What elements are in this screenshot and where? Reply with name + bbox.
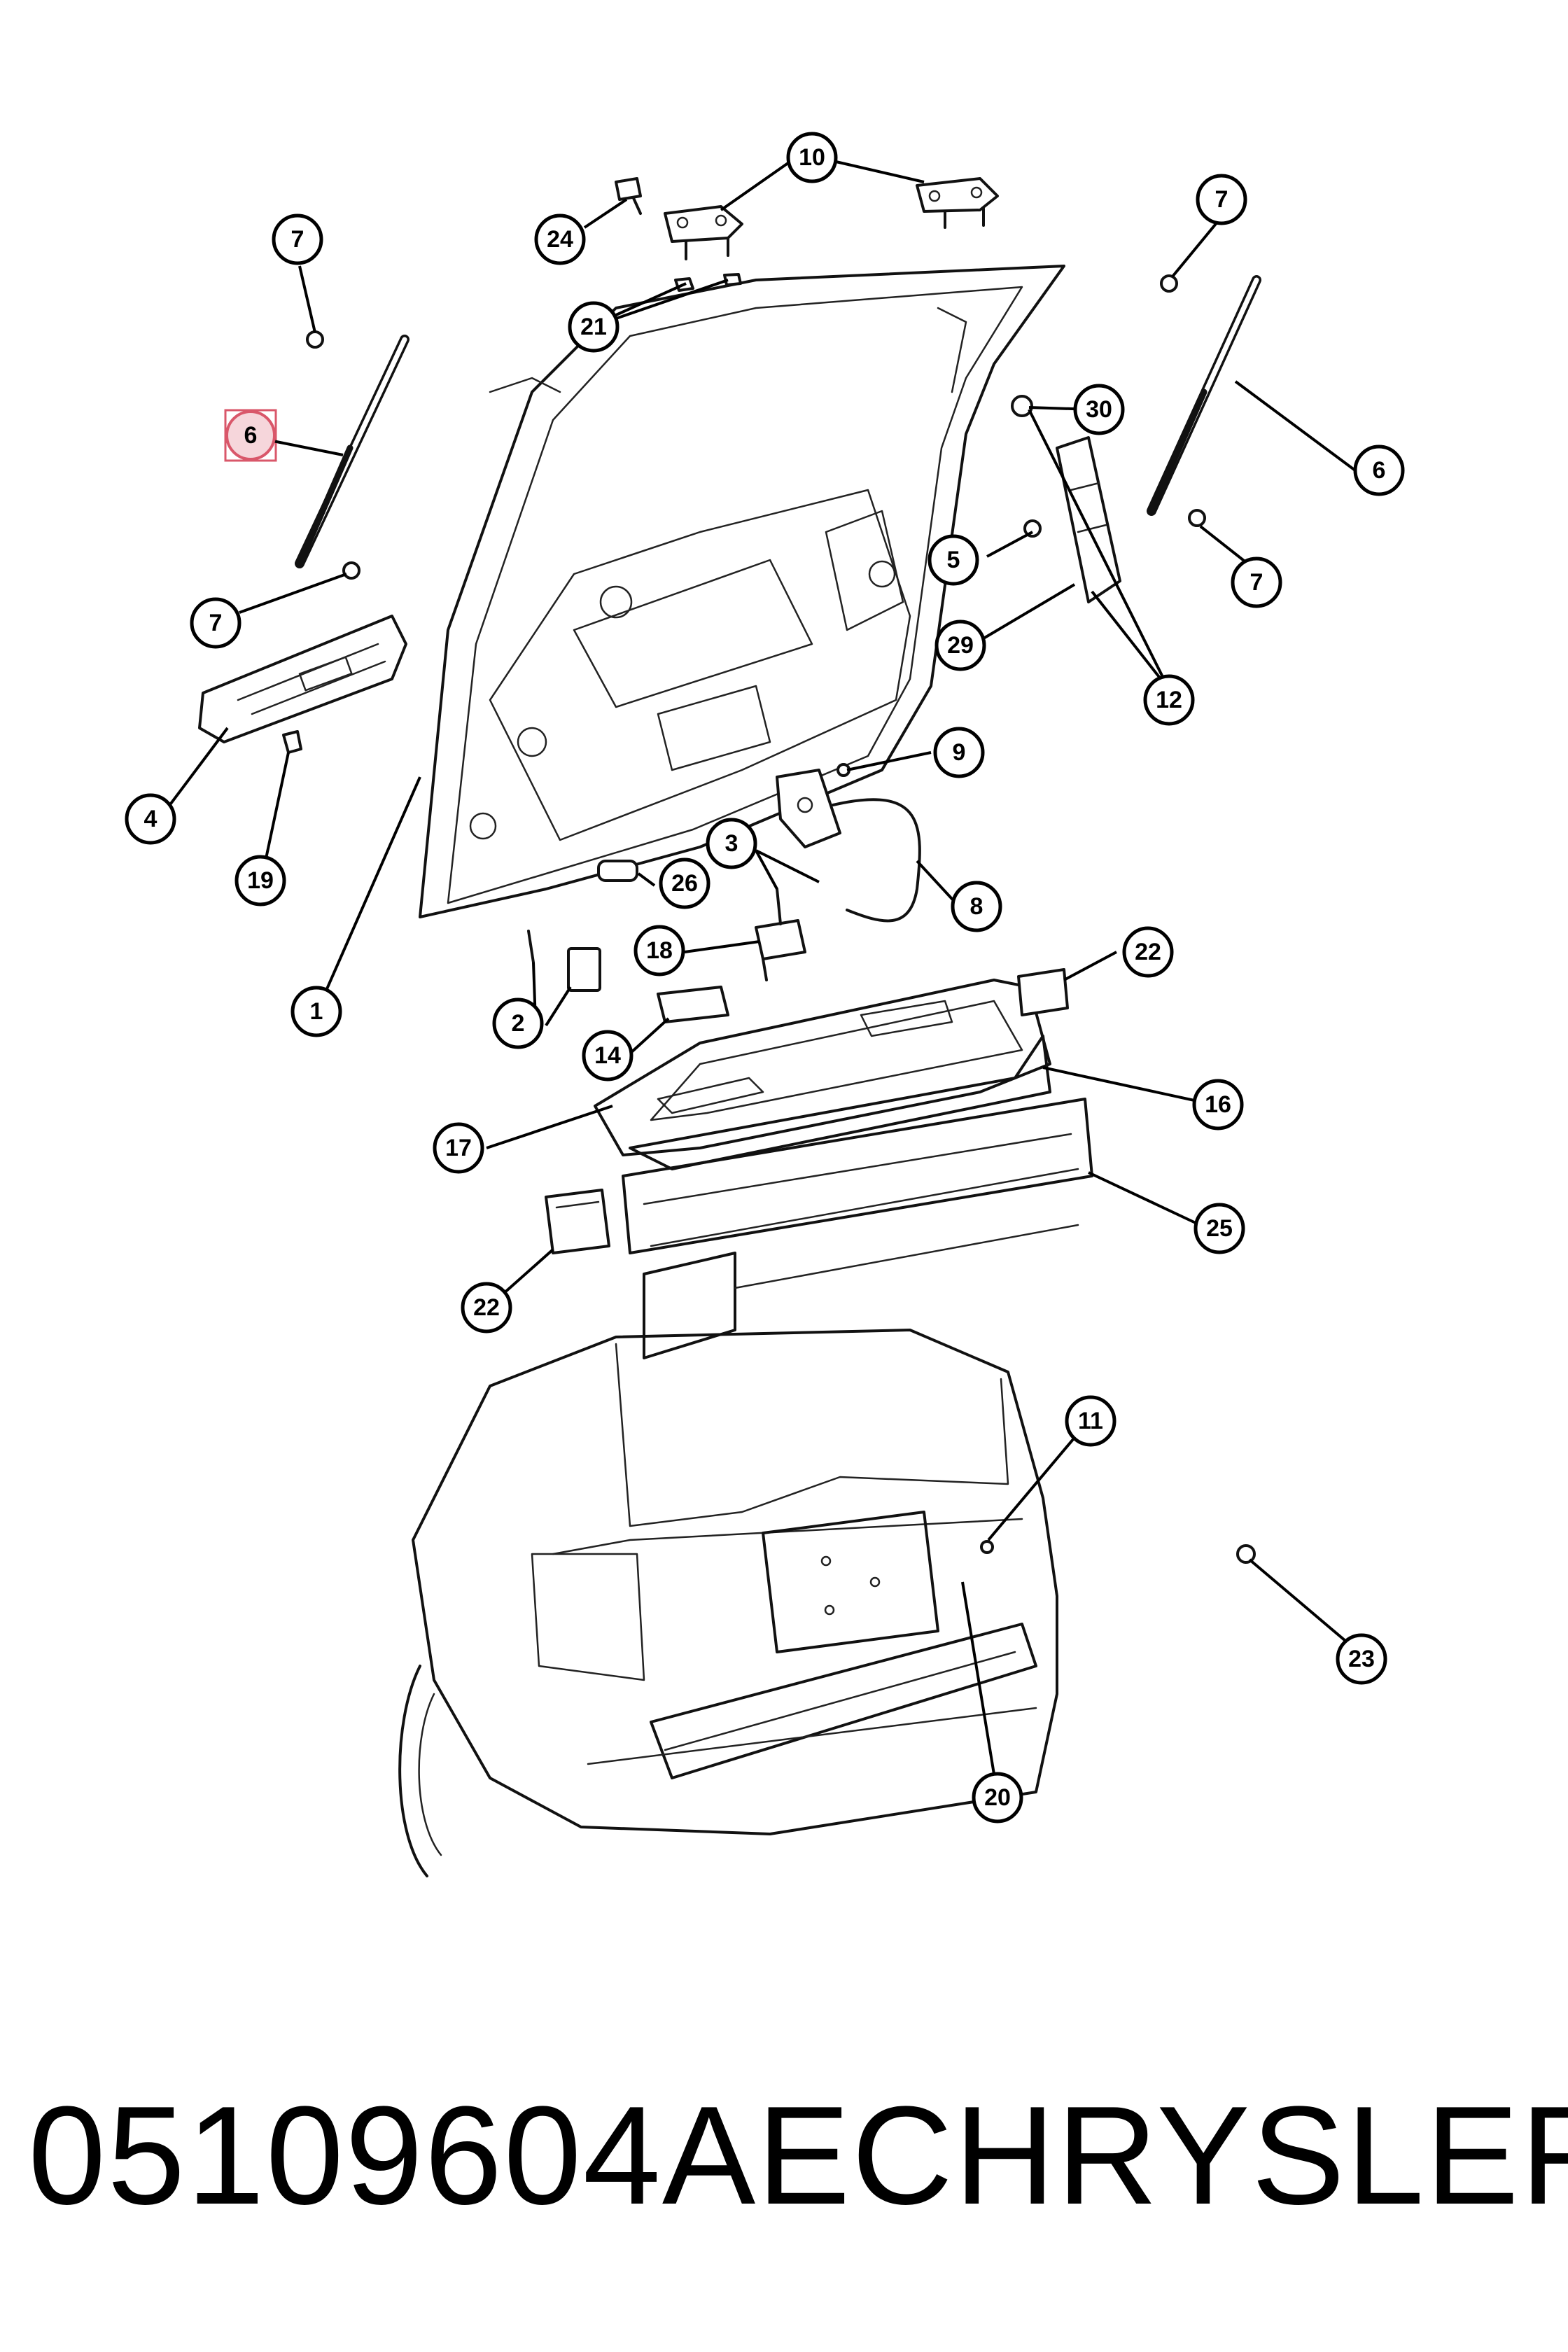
callout-26: 26: [659, 858, 710, 909]
callout-17: 17: [433, 1122, 484, 1174]
svg-text:20: 20: [984, 1784, 1011, 1811]
callout-4: 4: [125, 793, 176, 845]
callout-3: 3: [706, 818, 757, 869]
svg-text:11: 11: [1078, 1408, 1103, 1434]
svg-text:12: 12: [1156, 687, 1182, 713]
gas-strut-right: [1147, 275, 1261, 516]
bracket-22-lower: [545, 1189, 610, 1254]
callout-5: 5: [927, 534, 979, 586]
callout-7-top-left: 7: [272, 214, 323, 265]
svg-text:7: 7: [209, 610, 223, 636]
svg-text:25: 25: [1206, 1215, 1233, 1242]
svg-text:9: 9: [953, 739, 966, 766]
svg-text:2: 2: [512, 1010, 525, 1037]
svg-text:21: 21: [580, 314, 607, 340]
gas-strut-left: [295, 335, 410, 568]
callout-24: 24: [534, 214, 586, 265]
clip-19: [282, 730, 302, 754]
callout-22-lower: 22: [461, 1282, 512, 1334]
liftgate-panel: [419, 265, 1065, 918]
svg-text:7: 7: [291, 226, 304, 253]
leader-lines: [163, 160, 1359, 1796]
rear-panel-25: [622, 1098, 1093, 1359]
callout-7-left: 7: [190, 597, 241, 649]
callout-16: 16: [1192, 1079, 1244, 1130]
callout-9: 9: [933, 727, 985, 778]
svg-text:4: 4: [144, 806, 158, 832]
svg-text:7: 7: [1215, 186, 1228, 213]
cable-8: [832, 798, 921, 923]
callout-6-left: 6: [225, 410, 276, 461]
callout-1: 1: [290, 986, 342, 1037]
callout-23: 23: [1336, 1633, 1387, 1685]
svg-text:6: 6: [244, 422, 258, 449]
svg-text:26: 26: [671, 870, 698, 897]
callout-18: 18: [634, 925, 685, 976]
bracket-14: [657, 986, 729, 1023]
callout-14: 14: [582, 1030, 634, 1082]
bumper-26: [597, 860, 638, 882]
svg-text:22: 22: [1135, 939, 1161, 965]
svg-text:6: 6: [1373, 457, 1386, 484]
callout-7-top-right: 7: [1196, 174, 1247, 225]
rear-panel-17: [594, 979, 1051, 1156]
svg-text:14: 14: [594, 1042, 621, 1069]
svg-text:24: 24: [547, 226, 573, 253]
svg-text:5: 5: [947, 547, 960, 573]
svg-text:16: 16: [1205, 1091, 1231, 1118]
svg-text:18: 18: [646, 937, 673, 964]
svg-text:19: 19: [247, 867, 274, 894]
latch-9: [776, 763, 850, 848]
callout-6-right: 6: [1353, 444, 1405, 496]
svg-text:17: 17: [445, 1135, 472, 1161]
footer: 05109604AE CHRYSLER: [28, 2072, 1568, 2240]
bracket-22-upper: [1017, 968, 1069, 1016]
callout-22-upper: 22: [1122, 926, 1174, 978]
vehicle-rear: [398, 1329, 1256, 1877]
svg-text:8: 8: [970, 893, 983, 920]
rear-panel-16: [629, 1035, 1051, 1170]
callout-8: 8: [951, 881, 1002, 932]
part-number: 05109604AE: [28, 2078, 852, 2234]
svg-text:23: 23: [1348, 1646, 1375, 1672]
callout-29: 29: [934, 620, 986, 671]
callout-30: 30: [1073, 384, 1125, 435]
callout-2: 2: [492, 997, 544, 1049]
svg-text:3: 3: [725, 830, 738, 857]
callout-19: 19: [234, 855, 286, 906]
striker-18: [755, 888, 806, 981]
svg-text:30: 30: [1086, 396, 1112, 423]
callout-20: 20: [972, 1772, 1023, 1823]
svg-text:29: 29: [947, 632, 974, 659]
svg-text:10: 10: [799, 144, 825, 171]
bumper-2: [527, 930, 601, 992]
hinge-left: [664, 205, 743, 260]
callout-12: 12: [1143, 674, 1195, 726]
svg-text:7: 7: [1250, 569, 1264, 596]
liftgate-applique: [198, 615, 407, 743]
brand-name: CHRYSLER: [851, 2078, 1568, 2234]
callout-10: 10: [786, 132, 838, 183]
callout-7-right: 7: [1231, 556, 1282, 608]
svg-text:22: 22: [473, 1294, 500, 1321]
callout-21: 21: [568, 301, 620, 353]
bolt-24: [615, 177, 642, 215]
callouts: 10 24 21 7 7 7 7 6 6 30 5 29 12 4 19 9 3…: [125, 132, 1405, 1823]
ball-studs-7: [306, 274, 1206, 580]
hinge-right: [916, 177, 999, 229]
callout-25: 25: [1194, 1203, 1245, 1254]
svg-text:1: 1: [310, 998, 323, 1025]
callout-11: 11: [1065, 1395, 1116, 1447]
